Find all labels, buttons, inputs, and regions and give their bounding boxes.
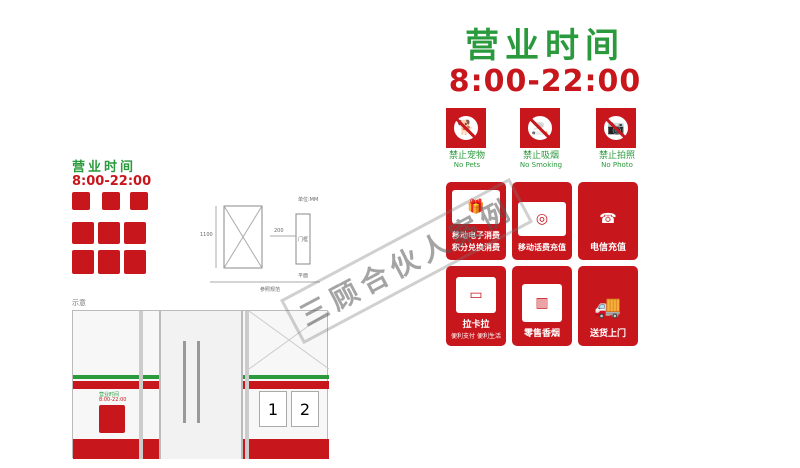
storefront-caption: 示意 — [72, 299, 86, 307]
service-card-tobacco: ▥ 零售香烟 — [512, 266, 572, 346]
small-sign-title: 营业时间 — [72, 160, 137, 175]
business-hours-time: 8:00-22:00 — [448, 64, 642, 99]
gift-icon: 🎁 — [452, 190, 500, 224]
cigarette-icon: 🚬 — [520, 108, 560, 148]
no-pets-label: 禁止宠物 — [448, 151, 485, 161]
china-telecom-icon: ☎ — [584, 202, 632, 236]
no-smoking-label: 禁止吸烟 — [522, 151, 559, 161]
china-mobile-icon: ◎ — [518, 202, 566, 236]
no-pets-sign: 🐕 禁止宠物 No Pets — [446, 108, 502, 169]
card-icon: ▭ — [456, 277, 496, 313]
service-card-lakala: ▭ 拉卡拉 便利支付 便利生活 — [446, 266, 506, 346]
small-sign-hours: 8:00-22:00 — [72, 174, 152, 189]
no-smoking-sub: No Smoking — [519, 161, 563, 169]
no-photo-sign: 📷 禁止拍照 No Photo — [596, 108, 652, 169]
panel-1: 1 — [259, 391, 287, 427]
no-photo-sub: No Photo — [601, 161, 633, 169]
storefront-elevation: 营业时间 8:00-22:00 1 2 — [72, 310, 329, 459]
dog-icon: 🐕 — [446, 108, 486, 148]
door-dimension-drawing: 1100 200 门框 单位:MM 平面 参照规范 — [200, 197, 320, 293]
no-pets-sub: No Pets — [453, 161, 481, 169]
service-card-points: 🎁 移动电子消费 积分兑换消费 — [446, 182, 506, 260]
business-hours-title: 营业时间 — [465, 26, 625, 66]
truck-icon: 🚚 — [584, 292, 632, 322]
panel-2: 2 — [291, 391, 319, 427]
no-smoking-sign: 🚬 禁止吸烟 No Smoking — [520, 108, 576, 169]
service-card-telecom: ☎ 电信充值 — [578, 182, 638, 260]
service-card-delivery: 🚚 送货上门 — [578, 266, 638, 346]
small-sign-grid — [72, 192, 152, 284]
service-card-mobile: ◎ 移动话费充值 — [512, 182, 572, 260]
camera-icon: 📷 — [596, 108, 636, 148]
cigarette-box-icon: ▥ — [522, 284, 562, 322]
no-photo-label: 禁止拍照 — [598, 151, 635, 161]
